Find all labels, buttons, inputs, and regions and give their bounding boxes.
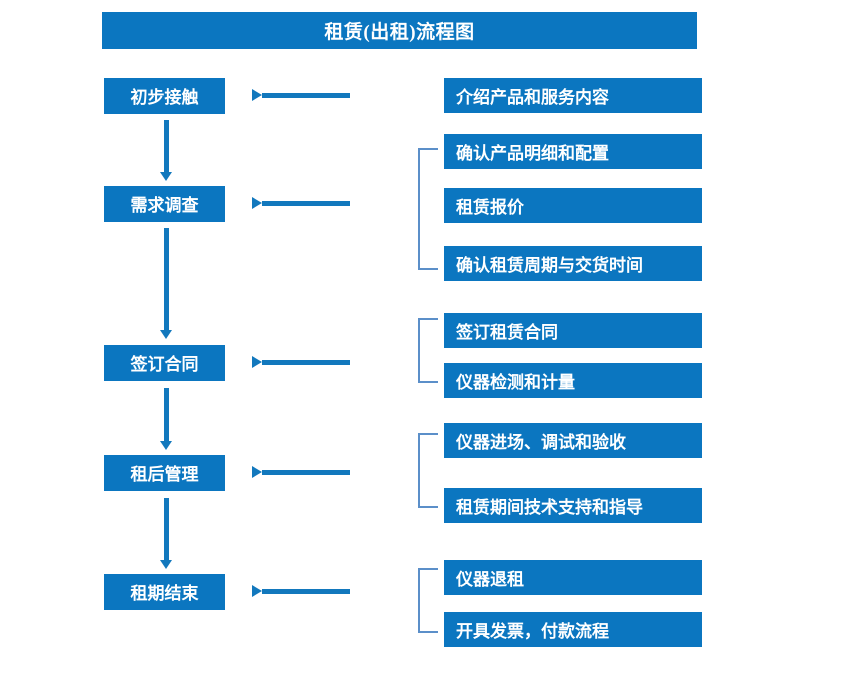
detail-box-7[interactable]: 仪器进场、调试和验收	[444, 423, 702, 458]
group-bracket-3	[418, 433, 438, 508]
detail-box-2[interactable]: 确认产品明细和配置	[444, 134, 702, 169]
flow-arrow-down-4	[160, 498, 172, 570]
detail-box-9[interactable]: 仪器退租	[444, 560, 702, 595]
group-bracket-1	[418, 148, 438, 270]
group-bracket-2	[418, 318, 438, 383]
page-title: 租赁(出租)流程图	[102, 12, 697, 49]
stage-box-1[interactable]: 初步接触	[104, 78, 225, 114]
detail-box-10[interactable]: 开具发票，付款流程	[444, 612, 702, 647]
flow-arrow-down-1	[160, 120, 172, 182]
group-bracket-4	[418, 568, 438, 633]
detail-box-6[interactable]: 仪器检测和计量	[444, 363, 702, 398]
detail-box-1[interactable]: 介绍产品和服务内容	[444, 78, 702, 113]
stage-box-5[interactable]: 租期结束	[104, 574, 225, 610]
flow-arrow-down-2	[160, 228, 172, 340]
stage-box-3[interactable]: 签订合同	[104, 345, 225, 381]
flow-arrow-down-3	[160, 388, 172, 451]
detail-box-4[interactable]: 确认租赁周期与交货时间	[444, 246, 702, 281]
detail-box-5[interactable]: 签订租赁合同	[444, 313, 702, 348]
detail-box-3[interactable]: 租赁报价	[444, 188, 702, 223]
stage-box-2[interactable]: 需求调查	[104, 186, 225, 222]
detail-box-8[interactable]: 租赁期间技术支持和指导	[444, 488, 702, 523]
stage-box-4[interactable]: 租后管理	[104, 455, 225, 491]
